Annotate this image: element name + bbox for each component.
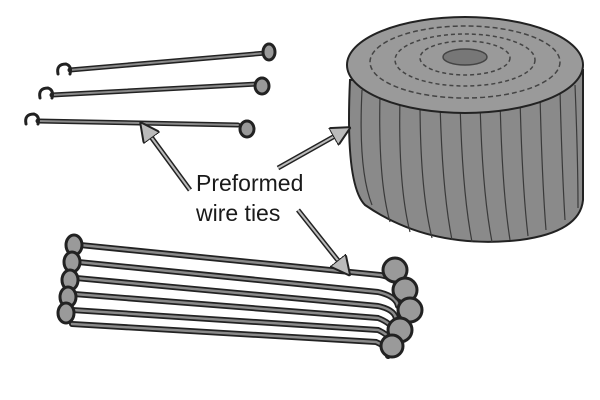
pointer-arrow-icon xyxy=(146,130,344,268)
caption-line-1: Preformed xyxy=(196,170,304,196)
wire-tie-coil-icon xyxy=(346,16,584,243)
caption-line-2: wire ties xyxy=(196,200,281,226)
wire-tie-single xyxy=(56,42,277,76)
wire-tie-single xyxy=(38,76,271,100)
straight-wire-ties-icon xyxy=(24,42,277,139)
wire-tie-bundle-icon xyxy=(56,233,424,359)
wire-tie-single xyxy=(24,112,256,139)
caption-label: Preformed wire ties xyxy=(196,168,336,228)
